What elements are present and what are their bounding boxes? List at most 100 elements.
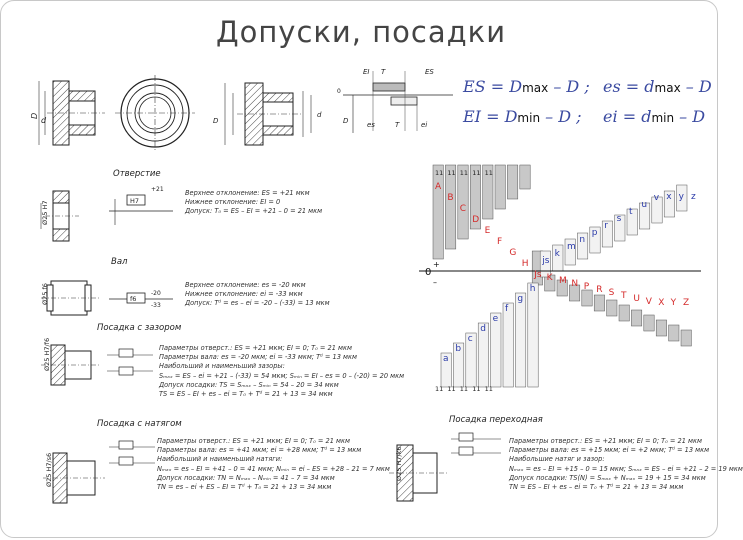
bushing-drawing: D d D d [30,75,322,151]
shaft-dev-top: -20 [151,290,161,297]
hole-field-letter: E [485,226,491,236]
hole-field-letter: S [609,288,615,298]
interference-line: TN = es – ei + ES – EI = Tᵈ + T₀ = 21 + … [157,483,332,492]
interference-text: Параметры отверст.: ES = +21 мкм; EI = 0… [157,437,390,492]
formula-EI-idx: min [517,111,541,125]
limit-dimensions: D d [213,82,322,146]
svg-text:d: d [41,116,47,125]
grade-number-bottom: 11 [460,385,468,393]
formula-ES-var: D [509,77,523,96]
formula-ES-rest: – D ; [553,77,590,96]
grade-number-bottom: 11 [485,385,493,393]
shaft-text: Верхнее отклонение: es = -20 мкм Нижнее … [185,281,330,309]
shaft-field-bar [663,190,675,218]
shaft-field-letter: k [555,249,561,259]
hole-line: Допуск: T₀ = ES – EI = +21 – 0 = 21 мкм [185,207,323,216]
transition-line: Наибольшие натяг и зазор: [509,455,605,464]
transition-drawing: Ø25 H7/k6 [389,432,501,502]
minus-sign: – [433,278,437,287]
interference-line: Допуск посадки: TN = Nₘₐₓ – Nₘᵢₙ = 41 – … [157,473,335,482]
transition-heading: Посадка переходная [449,415,543,425]
clearance-line: Параметры отверст.: ES = +21 мкм; EI = 0… [159,344,352,352]
hole-field-bar [680,329,692,347]
hole-field-bar [457,164,469,240]
shaft-field-letter: t [629,207,633,217]
shaft-field-letter: y [679,192,685,202]
clearance-line: Наибольший и наименьший зазоры: [159,362,285,371]
hole-field-bar [556,279,568,297]
hole-field-bar [469,164,481,230]
formula-es-rest: – D [685,77,712,96]
shaft-field-bar [465,332,477,388]
clearance-drawing: Ø25 H7/f6 [41,338,153,386]
hole-field-letter: N [571,279,578,289]
grade-number-top: 11 [460,169,468,177]
shaft-field-letter: e [493,314,499,324]
formula-es-idx: max [654,81,681,95]
svg-text:EI: EI [363,68,370,76]
formula-ES: ES = Dmax – D ; [463,77,590,96]
shaft-field-bar [577,232,589,260]
shaft-dev-bot: -33 [151,302,161,309]
formula-ei-var: d [641,107,652,126]
hole-field-bar [593,294,605,312]
grade-number-top: 11 [472,169,480,177]
formula-EI-eq: = [486,107,500,126]
clearance-text: Параметры отверст.: ES = +21 мкм; EI = 0… [159,344,404,399]
hole-field-letter: C [460,204,466,214]
hole-field-letter: Js [533,270,542,280]
hole-field-bar [432,164,444,260]
clearance-line: Допуск посадки: TS = Sₘₐₓ – Sₘᵢₙ = 54 – … [159,380,339,389]
hole-field-letter: K [547,273,554,283]
hole-field-bar [581,289,593,307]
shaft-tag: f6 [130,295,136,303]
hole-text: Верхнее отклонение: ES = +21 мкм Нижнее … [185,189,322,217]
transition-text: Параметры отверст.: ES = +21 мкм; EI = 0… [509,437,743,492]
transition-dim-label: Ø25 H7/k6 [395,446,403,481]
shaft-field-letter: x [666,192,672,202]
shaft-field-letter: p [592,228,598,238]
hole-field-letter: A [435,182,442,192]
shaft-field-letter: a [443,354,449,364]
grade-number-top: 11 [447,169,455,177]
shaft-line: Верхнее отклонение: es = -20 мкм [185,281,306,289]
hole-tag: H7 [130,197,139,205]
hole-field-bar [494,164,506,210]
hole-dim-label: Ø25 H7 [41,201,49,225]
interference-drawing: Ø25 H7/s6 [43,440,155,504]
deviation-formulas: ES = Dmax – D ; es = dmax – D EI = Dmin … [463,73,713,133]
grade-number-bottom: 11 [472,385,480,393]
svg-text:D: D [30,113,39,119]
shaft-drawing: Ø25 f6 f6 -20 -33 [41,280,173,316]
hole-field-bar [618,304,630,322]
hole-field-letter: B [447,193,453,203]
formula-ei-eq: = [622,107,637,126]
bushing-section: D d [30,80,105,146]
interference-line: Nₘₐₓ = es – EI = +41 – 0 = 41 мкм; Nₘᵢₙ … [157,464,390,473]
shaft-field-bar [453,342,465,388]
transition-line: Параметры отверст.: ES = +21 мкм; EI = 0… [509,437,702,445]
shaft-field-bar [626,208,638,236]
interference-dim-label: Ø25 H7/s6 [45,453,53,487]
grade-number-top: 11 [485,169,493,177]
hole-field-letter: P [584,282,590,292]
formula-EI: EI = Dmin – D ; [463,107,582,126]
shaft-field-letter: js [541,256,550,266]
hole-field-bar [445,164,457,250]
svg-text:ei: ei [421,121,427,129]
hole-dev: +21 [151,186,164,193]
formula-ES-idx: max [522,81,549,95]
shaft-field-bar [651,196,663,224]
shaft-field-letter: g [517,294,523,304]
formula-EI-var: D [504,107,518,126]
grade-number-top: 11 [435,169,443,177]
shaft-field-bar [539,250,551,278]
shaft-line: Нижнее отклонение: ei = -33 мкм [185,290,303,299]
shaft-field-letter: n [579,235,585,245]
formula-es-var: d [644,77,655,96]
svg-text:ES: ES [425,68,434,76]
hole-field-letter: D [472,215,479,225]
transition-line: Nₘₐₓ = es – EI = +15 – 0 = 15 мкм; Sₘₐₓ … [509,464,743,473]
hole-field-letter: X [658,298,664,308]
